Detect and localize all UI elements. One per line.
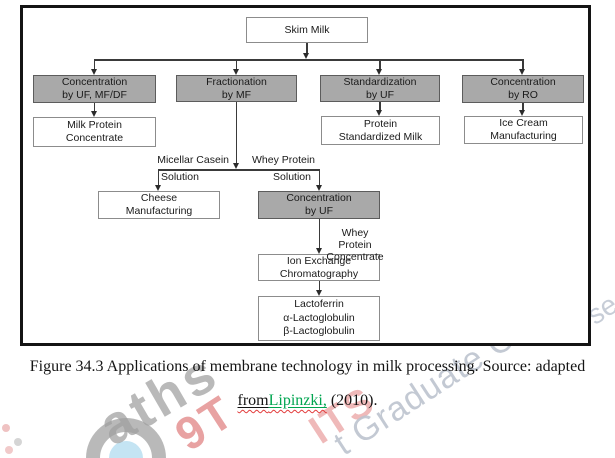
connector-to-psm <box>379 102 381 110</box>
connector-split-horizontal <box>158 169 319 171</box>
connector-fractionation-down <box>235 102 238 163</box>
arrowhead-drop-cheese <box>154 185 161 191</box>
arrowhead-fractionation <box>232 163 239 169</box>
figure-caption-line2: fromLipinzki, (2010). <box>0 392 615 410</box>
connector-concuf-down <box>318 219 320 248</box>
connector-drop-1 <box>93 59 95 69</box>
caption-from-text: from <box>237 392 269 409</box>
caption-year-text: (2010). <box>326 392 378 409</box>
node-concentration-ro: Concentration by RO <box>462 75 584 103</box>
arrowhead-to-lactoferrin <box>315 290 322 296</box>
connector-to-mpc <box>93 103 95 111</box>
node-protein-standardized-milk: Protein Standardized Milk <box>321 116 440 145</box>
edge-label-micellar-casein: Micellar Casein <box>157 154 229 166</box>
arrowhead-drop-4 <box>519 69 526 75</box>
connector-drop-4 <box>522 59 524 69</box>
connector-drop-concuf <box>318 169 320 185</box>
caption-spellcheck-span: fromLipinzki, <box>238 392 327 409</box>
connector-drop-3 <box>379 59 381 69</box>
node-skim-milk: Skim Milk <box>246 17 368 43</box>
arrowhead-drop-3 <box>376 69 383 75</box>
caption-lipinzki-link[interactable]: Lipinzki, <box>268 392 327 409</box>
figure-caption-line1: Figure 34.3 Applications of membrane tec… <box>29 358 586 375</box>
edge-label-whey-protein: Whey Protein <box>252 154 316 166</box>
arrowhead-skim <box>303 53 309 59</box>
node-concentration-uf-mfdf: Concentration by UF, MF/DF <box>33 75 156 103</box>
arrowhead-drop-2 <box>232 69 239 75</box>
node-cheese-manufacturing: Cheese Manufacturing <box>98 191 220 219</box>
figure-frame: Skim Milk Concentration by UF, MF/DF Fra… <box>20 5 591 346</box>
node-milk-protein-concentrate: Milk Protein Concentrate <box>33 117 156 147</box>
edge-label-whey-protein-concentrate: Whey Protein Concentrate <box>326 227 384 264</box>
arrowhead-to-ion-exchange <box>315 248 322 254</box>
connector-branch-horizontal <box>94 59 524 61</box>
arrowhead-to-icm <box>519 110 526 116</box>
node-concentration-uf: Concentration by UF <box>258 191 380 219</box>
node-lactoferrin-group: Lactoferrin α-Lactoglobulin β-Lactoglobu… <box>258 296 380 341</box>
node-fractionation-mf: Fractionation by MF <box>176 75 297 102</box>
connector-drop-2 <box>235 59 238 69</box>
edge-label-whey-solution: Solution <box>273 171 311 183</box>
arrowhead-to-psm <box>376 110 383 116</box>
connector-skim-down <box>306 43 308 54</box>
node-ice-cream-manufacturing: Ice Cream Manufacturing <box>464 116 583 144</box>
connector-ion-down <box>318 281 320 290</box>
connector-drop-cheese <box>157 169 159 185</box>
node-ion-exchange-chromatography: Ion Exchange Chromatography <box>258 254 380 281</box>
node-standardization-uf: Standardization by UF <box>320 75 440 102</box>
connector-to-icm <box>522 103 524 110</box>
watermark-speckles <box>2 424 10 432</box>
arrowhead-drop-1 <box>90 69 97 75</box>
edge-label-micellar-solution: Solution <box>161 171 199 183</box>
arrowhead-to-mpc <box>90 111 97 117</box>
arrowhead-drop-concuf <box>315 185 322 191</box>
